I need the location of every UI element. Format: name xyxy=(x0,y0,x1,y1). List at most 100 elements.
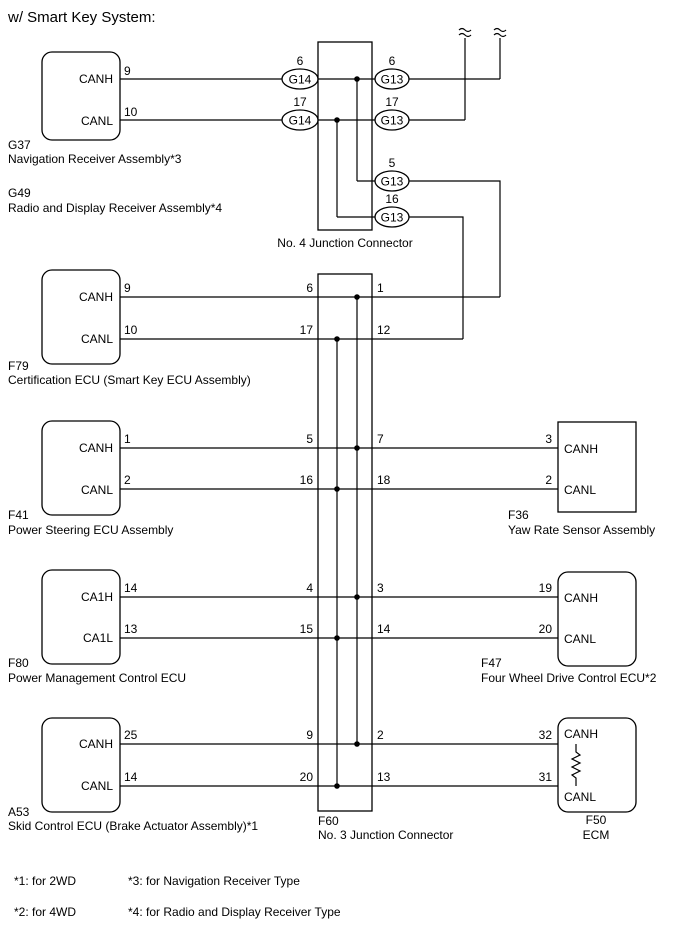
svg-text:1: 1 xyxy=(377,281,384,295)
splice-dot xyxy=(334,635,340,641)
g14-connector-oval xyxy=(281,68,319,90)
splice-dot xyxy=(334,783,340,789)
svg-text:CA1H: CA1H xyxy=(81,590,113,604)
svg-text:Four Wheel Drive Control ECU*2: Four Wheel Drive Control ECU*2 xyxy=(481,671,657,685)
svg-text:4: 4 xyxy=(306,581,313,595)
splice-dot xyxy=(334,486,340,492)
a53-labels: CANH CANL 25 14 A53 Skid Control ECU (Br… xyxy=(8,728,258,833)
no3-pin-numbers: 6 17 5 16 4 15 9 20 1 12 7 18 3 14 2 13 xyxy=(300,281,391,784)
svg-text:CANL: CANL xyxy=(81,483,113,497)
footnote-1: *1: for 2WD xyxy=(14,874,76,888)
f79-labels: CANH CANL 9 10 F79 Certification ECU (Sm… xyxy=(8,281,251,387)
no4-pin-numbers: 6 17 6 17 5 16 xyxy=(293,54,399,206)
svg-text:F80: F80 xyxy=(8,656,29,670)
svg-text:Power Steering ECU Assembly: Power Steering ECU Assembly xyxy=(8,523,173,537)
diagram-title: w/ Smart Key System: xyxy=(7,9,156,26)
svg-text:CANH: CANH xyxy=(79,737,113,751)
no3-junction-connector-box xyxy=(317,273,373,812)
f50-ecm-box xyxy=(557,717,637,813)
svg-text:1: 1 xyxy=(124,432,131,446)
svg-text:G37: G37 xyxy=(8,138,31,152)
svg-text:20: 20 xyxy=(539,622,553,636)
svg-text:19: 19 xyxy=(539,581,553,595)
splice-dot xyxy=(334,117,340,123)
svg-text:13: 13 xyxy=(377,770,391,784)
svg-text:F79: F79 xyxy=(8,359,29,373)
svg-text:CANH: CANH xyxy=(79,290,113,304)
f47-labels: CANH CANL 19 20 F47 Four Wheel Drive Con… xyxy=(481,581,657,685)
svg-text:14: 14 xyxy=(124,770,138,784)
no3-junction-label: No. 3 Junction Connector xyxy=(318,828,453,842)
svg-text:12: 12 xyxy=(377,323,391,337)
no3-splice-dots xyxy=(334,294,360,789)
svg-text:CANH: CANH xyxy=(564,727,598,741)
f36-yaw-rate-sensor-box xyxy=(557,421,637,513)
svg-text:5: 5 xyxy=(389,156,396,170)
svg-text:10: 10 xyxy=(124,105,138,119)
footnote-4: *4: for Radio and Display Receiver Type xyxy=(128,905,341,919)
footnote-2: *2: for 4WD xyxy=(14,905,76,919)
a53-skid-control-ecu-box xyxy=(41,717,121,813)
svg-text:CANL: CANL xyxy=(81,779,113,793)
svg-text:CANH: CANH xyxy=(79,72,113,86)
wire-break-marks xyxy=(458,27,507,38)
g37-navigation-receiver-box xyxy=(41,51,121,141)
svg-text:25: 25 xyxy=(124,728,138,742)
f41-labels: CANH CANL 1 2 F41 Power Steering ECU Ass… xyxy=(8,432,173,537)
svg-text:G49: G49 xyxy=(8,186,31,200)
svg-text:6: 6 xyxy=(306,281,313,295)
connector-ovals: G14 G14 G13 G13 G13 G13 xyxy=(281,68,410,228)
svg-text:9: 9 xyxy=(124,64,131,78)
svg-text:7: 7 xyxy=(377,432,384,446)
svg-text:Navigation Receiver Assembly*3: Navigation Receiver Assembly*3 xyxy=(8,152,182,166)
f41-power-steering-ecu-box xyxy=(41,420,121,516)
svg-text:14: 14 xyxy=(377,622,391,636)
svg-text:Yaw Rate Sensor Assembly: Yaw Rate Sensor Assembly xyxy=(508,523,655,537)
g13-label: G13 xyxy=(381,73,404,87)
svg-text:16: 16 xyxy=(300,473,314,487)
wires-top xyxy=(120,38,501,339)
svg-text:CANL: CANL xyxy=(81,332,113,346)
f47-four-wheel-drive-ecu-box xyxy=(557,571,637,667)
f80-labels: CA1H CA1L 14 13 F80 Power Management Con… xyxy=(8,581,186,685)
svg-text:F36: F36 xyxy=(508,508,529,522)
g13-connector-oval xyxy=(374,170,410,192)
splice-dot xyxy=(354,594,360,600)
svg-text:ECM: ECM xyxy=(583,828,610,842)
no4-junction-label: No. 4 Junction Connector xyxy=(277,236,412,250)
f79-certification-ecu-box xyxy=(41,269,121,365)
svg-text:6: 6 xyxy=(389,54,396,68)
svg-text:CA1L: CA1L xyxy=(83,631,113,645)
svg-text:14: 14 xyxy=(124,581,138,595)
splice-dot xyxy=(334,336,340,342)
f36-labels: CANH CANL 3 2 F36 Yaw Rate Sensor Assemb… xyxy=(508,432,655,537)
svg-text:CANL: CANL xyxy=(564,483,596,497)
svg-text:Power Management Control ECU: Power Management Control ECU xyxy=(8,671,186,685)
svg-text:CANL: CANL xyxy=(81,114,113,128)
svg-text:16: 16 xyxy=(385,192,399,206)
g13-label: G13 xyxy=(381,211,404,225)
svg-text:3: 3 xyxy=(545,432,552,446)
svg-text:F41: F41 xyxy=(8,508,29,522)
svg-text:F47: F47 xyxy=(481,656,502,670)
svg-text:3: 3 xyxy=(377,581,384,595)
g14-connector-oval xyxy=(281,109,319,131)
svg-text:18: 18 xyxy=(377,473,391,487)
svg-text:9: 9 xyxy=(306,728,313,742)
svg-text:13: 13 xyxy=(124,622,138,636)
g14-label: G14 xyxy=(289,114,312,128)
resistor-icon xyxy=(570,744,582,786)
svg-text:CANL: CANL xyxy=(564,632,596,646)
svg-text:Certification ECU (Smart Key E: Certification ECU (Smart Key ECU Assembl… xyxy=(8,373,251,387)
g13-connector-oval xyxy=(374,206,410,228)
svg-text:CANH: CANH xyxy=(564,442,598,456)
splice-dot xyxy=(354,741,360,747)
svg-text:6: 6 xyxy=(297,54,304,68)
svg-text:9: 9 xyxy=(124,281,131,295)
svg-text:31: 31 xyxy=(539,770,553,784)
no4-junction-connector-box xyxy=(317,41,373,231)
g13-label: G13 xyxy=(381,114,404,128)
footnote-3: *3: for Navigation Receiver Type xyxy=(128,874,300,888)
splice-dot xyxy=(354,294,360,300)
